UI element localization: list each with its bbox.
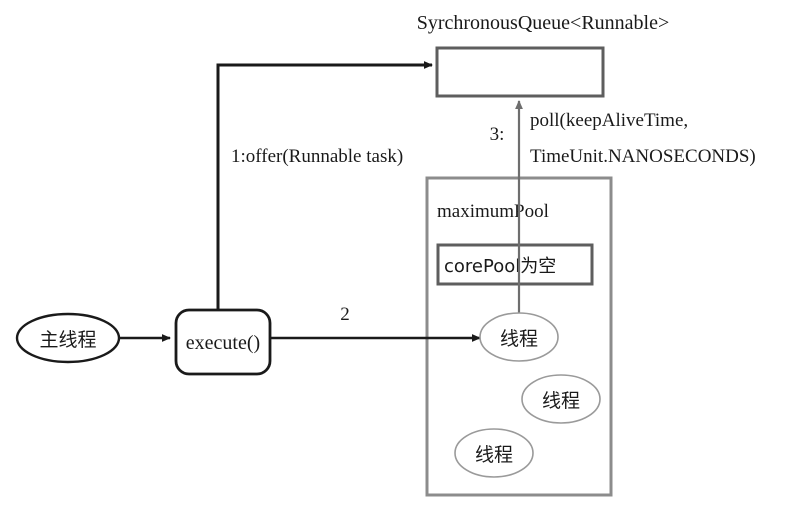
synchronous-queue-box [435, 46, 605, 98]
poll-arrow-index: 3: [490, 124, 505, 145]
thread-label-1: 线程 [500, 328, 538, 350]
thread-label-2: 线程 [542, 390, 580, 412]
thread-label-3: 线程 [475, 444, 513, 466]
thread-ellipse-3 [454, 428, 534, 478]
thread-ellipse-2 [521, 374, 601, 424]
execute-box [174, 308, 272, 376]
core-pool-label: corePool为空 [444, 256, 556, 277]
queue-title: SyrchronousQueue<Runnable> [417, 12, 670, 34]
maximum-pool-label: maximumPool [437, 201, 549, 222]
dispatch-arrow-label: 2 [340, 304, 350, 325]
main-thread-label: 主线程 [39, 329, 96, 351]
poll-arrow-label-line2: TimeUnit.NANOSECONDS) [530, 146, 756, 167]
execute-label: execute() [186, 332, 260, 354]
main-thread-ellipse [15, 312, 121, 364]
core-pool-box [436, 243, 594, 286]
offer-arrow-label: 1:offer(Runnable task) [231, 146, 403, 167]
offer-arrow [216, 61, 433, 371]
poll-arrow-label-line1: poll(keepAliveTime, [530, 110, 688, 131]
thread-ellipse-1 [479, 312, 559, 362]
